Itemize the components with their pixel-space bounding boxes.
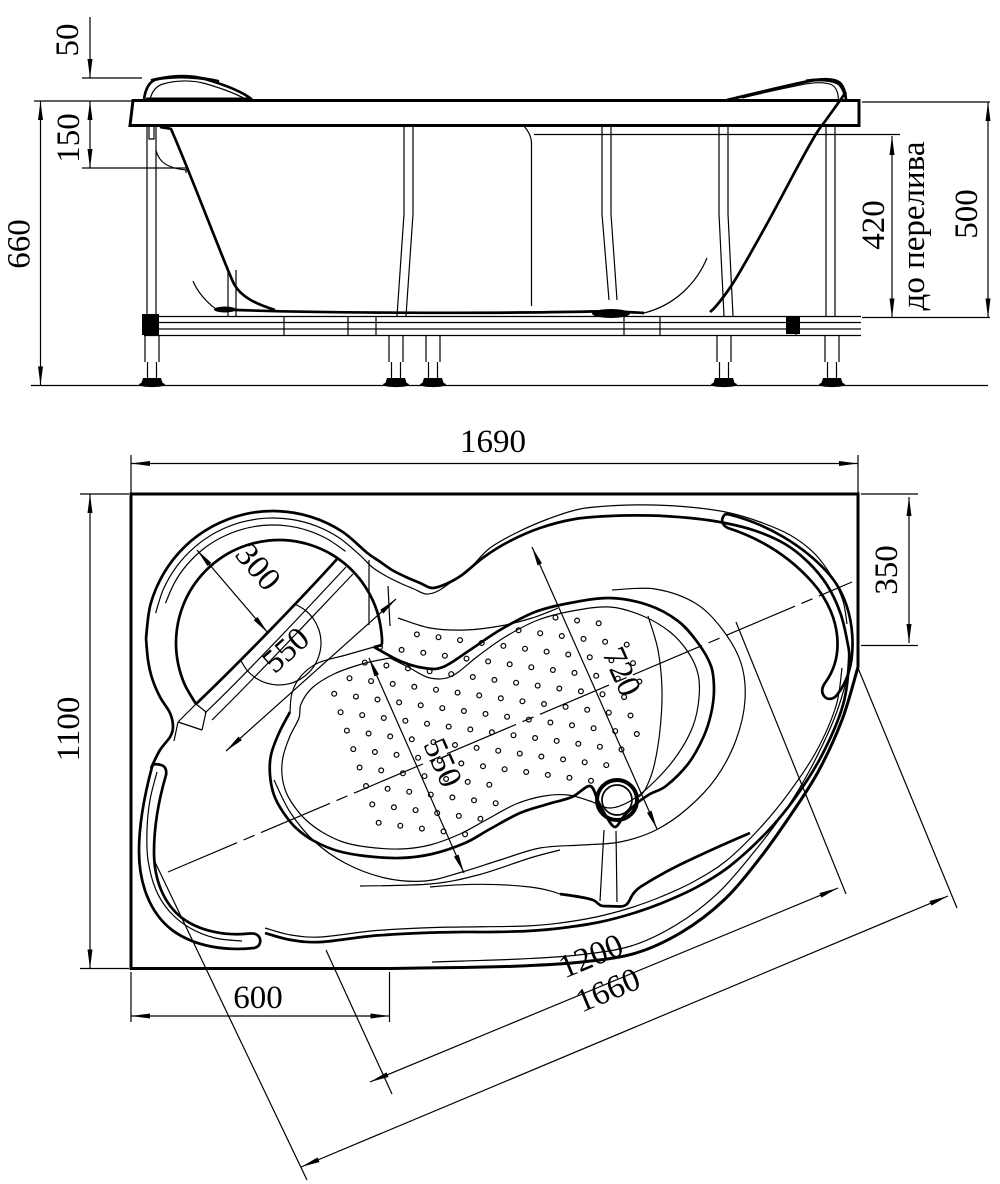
svg-text:1100: 1100	[51, 697, 87, 762]
svg-text:1690: 1690	[460, 424, 526, 460]
svg-text:350: 350	[869, 545, 905, 595]
svg-text:550: 550	[416, 733, 469, 793]
svg-text:420: 420	[856, 200, 892, 250]
svg-text:500: 500	[949, 189, 985, 239]
svg-text:720: 720	[595, 642, 648, 702]
svg-text:до перелива: до перелива	[896, 141, 932, 310]
svg-text:50: 50	[50, 24, 86, 57]
svg-text:660: 660	[2, 219, 38, 269]
svg-text:150: 150	[51, 113, 87, 163]
svg-text:300: 300	[228, 537, 288, 598]
svg-text:600: 600	[233, 980, 283, 1016]
